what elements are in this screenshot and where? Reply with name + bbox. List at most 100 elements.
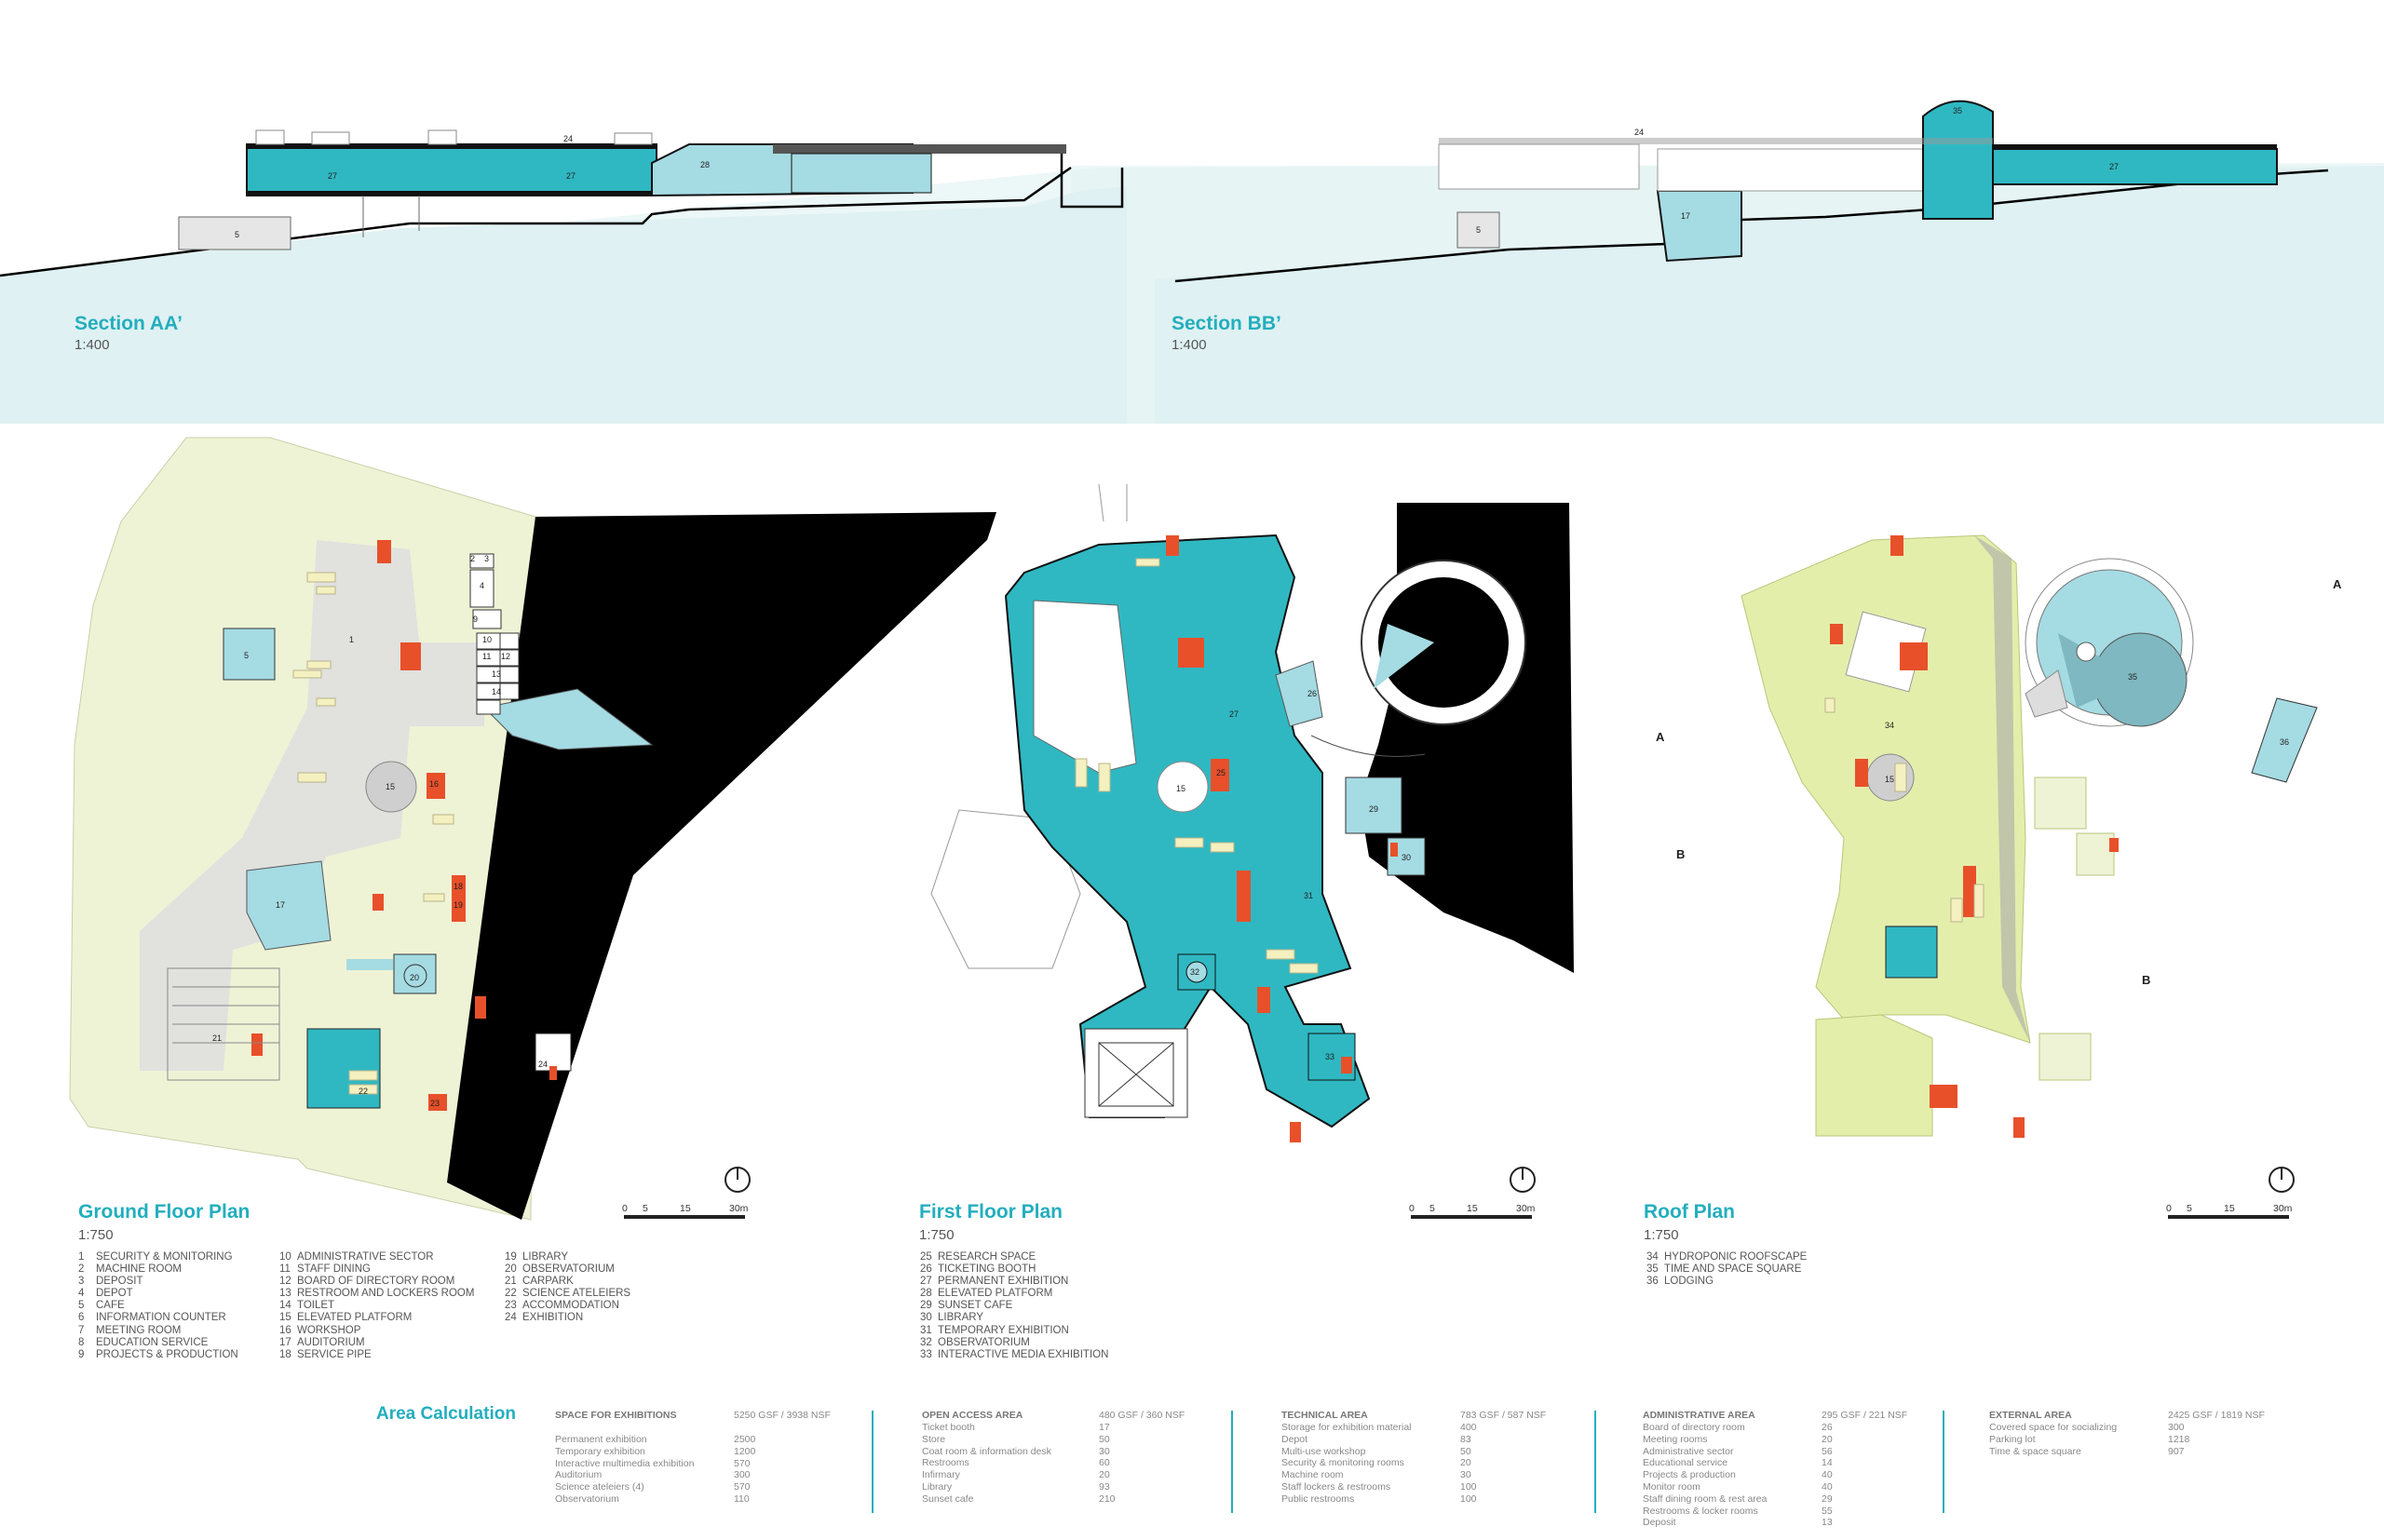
label-27c: 27 [2109,162,2119,171]
area-divider [872,1411,874,1513]
marker-b-left: B [1676,847,1685,861]
label-25: 25 [1216,768,1226,777]
ground-black-mass [447,512,996,1220]
label-16: 16 [429,779,439,789]
scale-30b: 30m [1516,1203,1536,1214]
label-10: 10 [482,635,492,644]
label-2: 2 [470,554,475,563]
area-group-total: 2425 GSF / 1819 NSF [2168,1410,2265,1421]
label-12: 12 [501,652,510,661]
scale-5b: 5 [1429,1203,1435,1214]
label-35: 35 [1953,106,1962,115]
area-divider [1943,1411,1944,1513]
scale-15b: 15 [1467,1203,1478,1214]
label-14: 14 [492,687,501,696]
section-bb-building: 5 24 27 17 35 [1438,100,2278,263]
scale-0b: 0 [1409,1203,1415,1214]
scale-0c: 0 [2166,1203,2172,1214]
label-27b: 27 [566,171,576,181]
label-5b: 5 [1476,225,1481,235]
ground-floor-plan: 2 3 4 9 10 11 12 13 14 5 15 16 17 18 19 … [69,437,996,1221]
area-row: Science ateleiers (4)570 [555,1481,751,1493]
section-bb-title: Section BB’ [1172,313,1281,334]
label-4: 4 [480,581,484,590]
ground-plan-title: Ground Floor Plan [78,1201,251,1223]
label-19: 19 [454,900,463,910]
label-1: 1 [349,635,354,644]
label-13: 13 [492,669,501,679]
area-calculation-title: Area Calculation [376,1404,516,1424]
first-plan-scale: 1:750 [919,1227,955,1243]
first-plan-title: First Floor Plan [919,1201,1063,1223]
label-33: 33 [1325,1052,1334,1061]
label-15g: 15 [386,782,395,791]
area-divider [1231,1411,1233,1513]
label-15f: 15 [1176,784,1185,793]
label-5: 5 [235,230,239,239]
label-21: 21 [212,1033,222,1043]
marker-b-right: B [2142,973,2150,987]
label-35r: 35 [2128,672,2137,682]
roof-plan-scale: 1:750 [1644,1227,1679,1243]
label-3: 3 [484,554,489,563]
label-29: 29 [1369,804,1378,814]
sections-drawing: 5 27 27 24 28 5 24 27 17 35 [0,0,2384,424]
scale-5c: 5 [2187,1203,2192,1214]
label-28: 28 [700,160,710,169]
area-group-head: TECHNICAL AREA [1281,1410,1368,1421]
label-36: 36 [2280,737,2289,747]
roof-plan: 34 15 35 36 A A B B [1656,534,2342,1138]
area-group-total: 295 GSF / 221 NSF [1822,1410,1908,1421]
label-32: 32 [1190,967,1199,977]
area-divider [1594,1411,1596,1513]
area-group-head: SPACE FOR EXHIBITIONS [555,1410,677,1421]
label-24: 24 [563,134,573,143]
area-group-head: OPEN ACCESS AREA [922,1410,1023,1421]
scale-30a: 30m [729,1203,749,1214]
area-group-total: 783 GSF / 587 NSF [1460,1410,1547,1421]
label-5g: 5 [244,651,249,660]
scale-0a: 0 [622,1203,628,1214]
label-22: 22 [359,1087,368,1096]
